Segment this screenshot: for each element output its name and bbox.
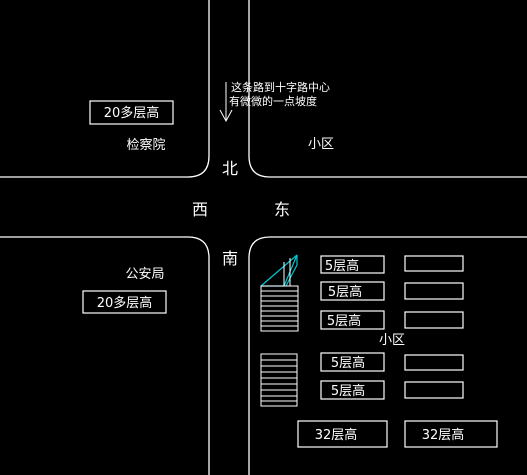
- se-building-3-box: [320, 310, 385, 330]
- annotation-line-2: 有微微的一点坡度: [229, 94, 317, 108]
- staircase-upper-diagonal: [260, 254, 298, 287]
- west-label: 西: [192, 200, 208, 219]
- se-residential-label: 小区: [379, 333, 405, 348]
- nw-procuratorate-label: 检察院: [126, 138, 165, 153]
- se-building-4-box: [320, 352, 385, 372]
- annotation-line-1: 这条路到十字路中心: [231, 80, 330, 94]
- staircase-lower-body: [260, 353, 298, 407]
- se-building-1-box: [320, 255, 385, 274]
- se-building-5-label: 5层高: [331, 383, 365, 399]
- se-building-right-5: [404, 381, 464, 399]
- curb-southwest: [0, 236, 210, 475]
- staircase-upper: [260, 254, 299, 332]
- curb-northwest: [0, 0, 210, 178]
- se-tower-1-label: 32层高: [315, 427, 358, 443]
- sw-building-box: [82, 290, 167, 314]
- ne-residential-label: 小区: [308, 137, 334, 152]
- staircase-upper-body: [260, 285, 299, 332]
- se-building-right-1: [404, 255, 464, 272]
- north-label: 北: [222, 159, 238, 178]
- east-label: 东: [274, 200, 290, 219]
- se-building-1-label: 5层高: [325, 258, 359, 274]
- se-tower-1-box: [297, 420, 388, 448]
- se-building-2-label: 5层高: [328, 284, 362, 300]
- south-label: 南: [222, 249, 238, 268]
- se-tower-2-box: [404, 420, 498, 448]
- se-building-right-4: [404, 354, 464, 371]
- se-building-3-label: 5层高: [327, 313, 361, 329]
- se-tower-2-label: 32层高: [422, 427, 465, 443]
- slope-annotation: 这条路到十字路中心 有微微的一点坡度: [219, 80, 330, 123]
- se-building-right-3: [404, 311, 464, 329]
- sw-building-height: 20多层高: [97, 295, 153, 311]
- curb-southeast: [248, 236, 527, 475]
- nw-building-height: 20多层高: [104, 105, 160, 121]
- slope-arrow-head: [219, 109, 233, 123]
- sw-police-label: 公安局: [125, 267, 164, 282]
- se-building-2-box: [320, 281, 385, 301]
- se-building-5-box: [320, 380, 385, 400]
- se-building-4-label: 5层高: [331, 355, 365, 371]
- se-building-right-2: [404, 282, 464, 300]
- staircase-lower: [260, 353, 298, 407]
- curb-northeast: [248, 0, 527, 178]
- nw-building-box: [89, 100, 174, 125]
